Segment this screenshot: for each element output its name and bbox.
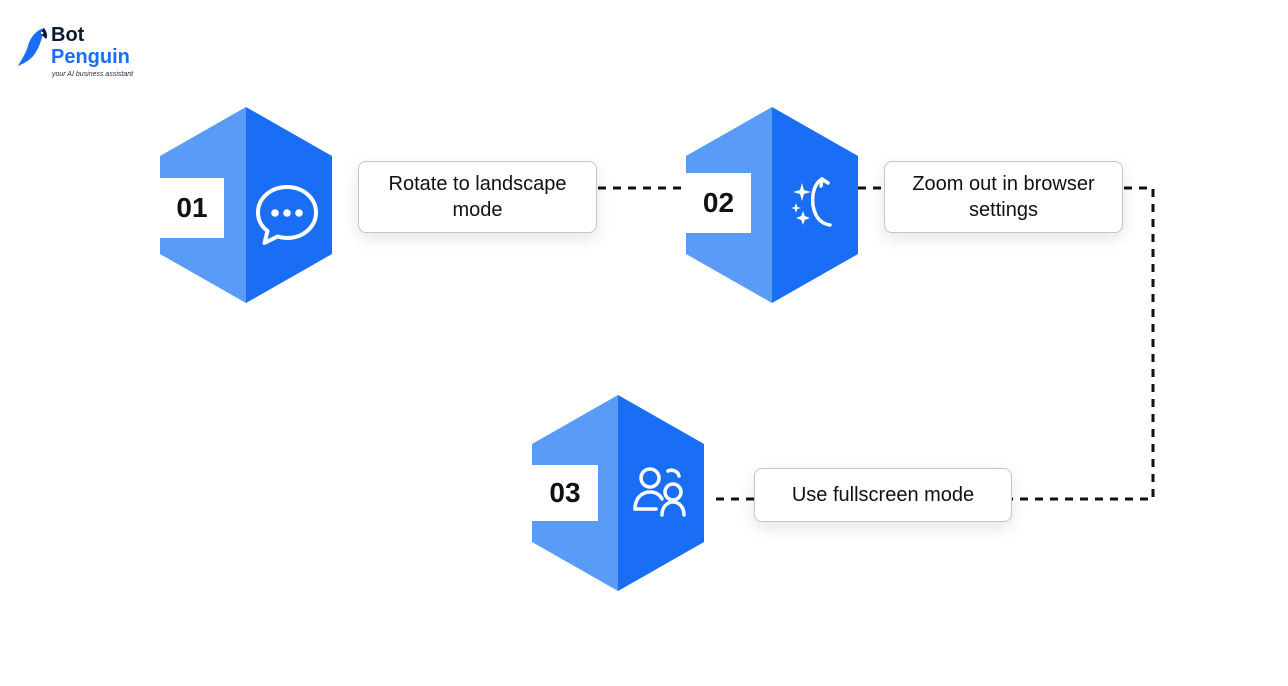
connector-2-3 — [1012, 186, 1155, 501]
brand-name-line1: Bot — [51, 24, 85, 46]
brand-logo: Bot Penguin your AI business assistant — [18, 24, 148, 84]
sparkle-rotate-icon — [791, 177, 832, 227]
step-3: 03 — [532, 395, 704, 591]
step-1-number: 01 — [160, 178, 224, 238]
brand-tagline: your AI business assistant — [52, 71, 134, 78]
step-3-number: 03 — [532, 465, 598, 521]
step-3-label: Use fullscreen mode — [754, 468, 1012, 522]
chat-bubble-icon — [256, 185, 318, 245]
brand-name-line2: Penguin — [51, 46, 130, 68]
step-1: 01 — [160, 107, 332, 303]
step-1-label: Rotate to landscape mode — [358, 161, 597, 233]
step-2: 02 — [686, 107, 858, 303]
step-2-label: Zoom out in browser settings — [884, 161, 1123, 233]
penguin-logo-icon — [18, 28, 48, 66]
step-2-number: 02 — [686, 173, 751, 233]
users-icon — [633, 467, 686, 517]
